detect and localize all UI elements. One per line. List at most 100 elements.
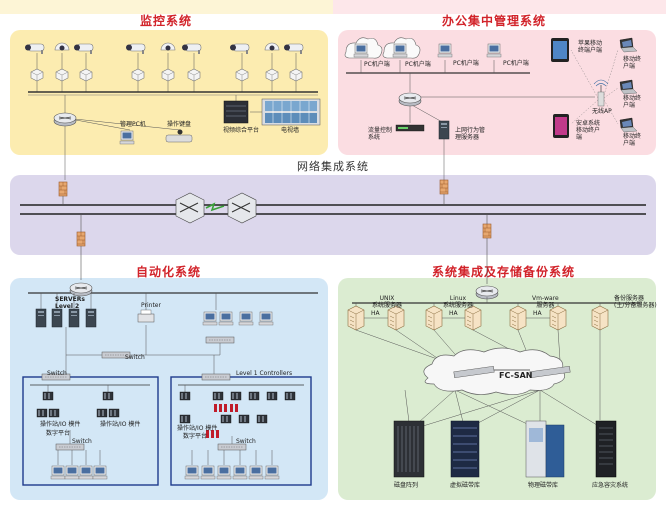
automation-servers [35,308,97,328]
laptop-bottom-icon [619,117,638,133]
monitoring-title: 监控系统 [140,14,193,28]
video-matrix-icon [223,100,249,124]
core-switch-left [175,192,205,224]
ha-label-3: HA [533,310,542,317]
linux-server-label: Linux 系统服务器 [443,295,473,309]
tv-wall-icon [261,98,321,126]
flow-control-device-icon [395,124,425,132]
ha-label-1: HA [371,310,380,317]
workstation-switch [205,336,235,344]
automation-subgroup-left [22,376,159,486]
left-group-switch-label: Switch [47,370,67,377]
unix-server-sub: 系统服务器 [372,302,403,309]
disk-array-icon [393,420,425,478]
network-title: 网络集成系统 [297,160,369,173]
left-bottom-switch-label: Switch [72,438,92,445]
ha-label-2: HA [449,310,458,317]
monitoring-core-switch [53,112,77,127]
office-firewall [439,179,449,195]
storage-title: 系统集成及存储备份系统 [432,265,576,279]
office-pc-label-2: PC机户端 [405,61,431,68]
laptop-top-icon [619,37,638,53]
right-bottom-switch-label: Switch [236,438,256,445]
network-zone [10,175,656,255]
office-core-switch [398,92,422,107]
laptop-bottom-label: 移动终户端 [623,133,642,147]
laptop-mid-icon [619,79,638,95]
right-group-switch-label: Level 1 Controllers [236,370,293,377]
disaster-recovery-icon [595,420,617,478]
behavior-mgmt-label: 上网行为管理服务器 [455,127,486,141]
automation-core-switch [69,282,93,297]
left-group-modules [36,391,120,418]
automation-zone [10,278,328,500]
office-pc-label-4: PC机户端 [503,60,529,67]
office-pc-1 [353,43,369,58]
linux-server-name: Linux [449,295,467,302]
backup-server-sub: (主/分备服务器) [614,302,657,309]
printer-label: Printer [141,302,161,309]
monitoring-encoders [30,68,303,82]
tablet-client-label: 苹果移动终端户端 [578,40,603,54]
right-bottom-workstations [184,465,280,480]
laptop-top-label: 移动终户端 [623,56,642,70]
automation-servers-label: SERVERs Level 2 [55,296,85,310]
virtual-tape-library-icon [450,420,480,478]
automation-main-switch-label: Switch [125,354,145,361]
tablet-icon [551,38,569,62]
automation-subgroup-right [170,376,312,486]
automation-workstations-top [202,311,274,326]
wireless-ap-icon [593,79,609,107]
right-io-label: 操作站/IO 模件 [177,425,218,432]
operator-keyboard-label: 操作键盘 [167,121,192,128]
office-pc-label-1: PC机户端 [364,61,390,68]
monitoring-firewall [58,181,68,197]
android-client-label: 安卓系统移动终户端 [576,120,601,141]
core-switch-right [227,192,257,224]
fcsan-cloud [423,347,571,395]
video-matrix-label: 视频综合平台 [223,127,260,134]
core-link-bolt-icon [205,202,225,212]
laptop-mid-label: 移动终户端 [623,95,642,109]
automation-firewall [76,231,86,247]
fcsan-label: FC-SAN [499,371,533,380]
office-pc-label-3: PC机户端 [453,60,479,67]
left-io-label-2: 操作站/IO 模件 [100,421,141,428]
mgmt-pc-icon [119,130,135,145]
behavior-mgmt-server-icon [438,120,450,140]
vmware-server-sub: 服务器 [536,302,555,309]
linux-server-sub: 系统服务器 [443,302,474,309]
left-io-label-1: 操作站/IO 模件 [40,421,81,428]
office-title-band [333,0,666,14]
wireless-ap-label: 无线AP [592,108,612,115]
unix-server-name: UNIX [379,295,395,302]
vmware-server-label: Vm-ware 服务器 [532,295,559,309]
left-io-sub-label: 数字平台 [46,430,71,437]
physical-tape-library-icon [525,420,565,478]
operator-keyboard-icon [165,129,193,143]
printer-icon [137,309,155,323]
storage-firewall [482,223,492,239]
office-pc-2 [392,43,408,58]
flow-control-label: 流量控制系统 [368,127,393,141]
office-title: 办公集中管理系统 [442,14,547,28]
mgmt-pc-label: 管理PC机 [120,121,146,128]
vmware-server-name: Vm-ware [532,295,559,302]
office-pc-3 [437,43,453,58]
virtual-tape-label: 虚拟磁带库 [450,482,481,489]
right-io-sub-label: 数字平台 [183,433,208,440]
android-phone-icon [553,114,569,138]
physical-tape-label: 物理磁带库 [528,482,559,489]
monitoring-title-band [0,0,333,14]
monitoring-cameras [24,42,304,55]
right-group-switch [201,373,231,381]
office-pc-4 [486,43,502,58]
backup-server-label: 备份服务器 (主/分备服务器) [614,295,657,309]
disk-array-label: 磁盘阵列 [394,482,419,489]
left-bottom-workstations [50,465,108,480]
automation-title: 自动化系统 [136,265,202,279]
backup-server-name: 备份服务器 [614,295,645,302]
disaster-recovery-label: 应急容灾系统 [592,482,629,489]
